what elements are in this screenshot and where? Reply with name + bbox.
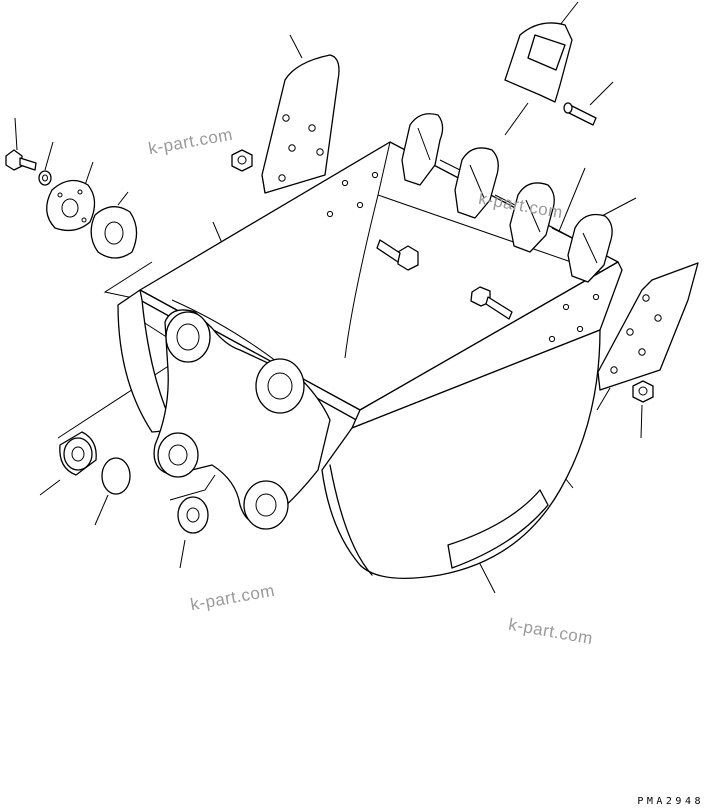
o-ring (101, 457, 131, 495)
bushing (59, 431, 97, 476)
shim (177, 496, 209, 534)
nut-right (632, 380, 654, 403)
tooth-point (504, 22, 573, 103)
drawing-code: PMA2948 (637, 796, 704, 807)
bolt-small-left (5, 149, 37, 171)
boss-ring (90, 206, 138, 259)
flange-plate (46, 179, 96, 232)
bucket-brackets (153, 309, 331, 530)
tooth-pin (563, 102, 597, 126)
side-cutter-left (261, 54, 340, 194)
side-cutter-right (597, 262, 699, 391)
bolt-center (376, 239, 419, 271)
bolt-right (470, 286, 513, 320)
bucket-teeth (401, 113, 613, 283)
nut-left (231, 149, 253, 172)
washer-small-left (38, 170, 52, 186)
